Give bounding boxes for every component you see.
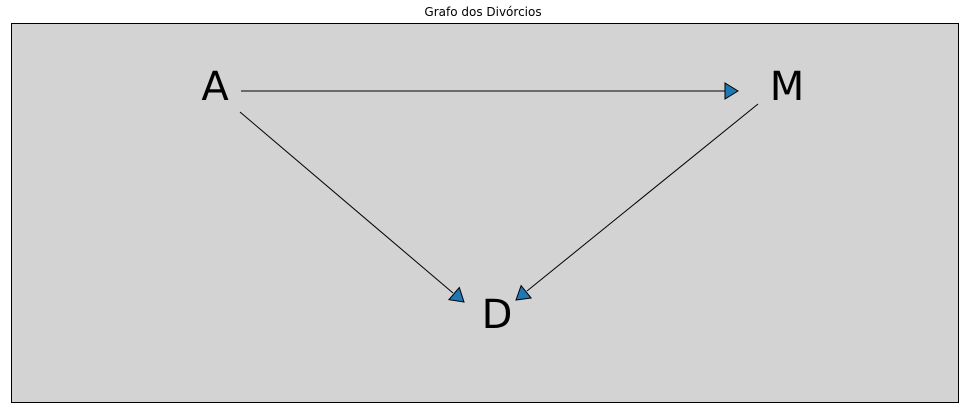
node-m: M xyxy=(770,64,805,110)
diagram-title: Grafo dos Divórcios xyxy=(424,5,542,19)
arrowhead-a-d xyxy=(447,286,465,303)
edges-layer xyxy=(239,82,759,303)
arrowhead-m-d xyxy=(515,284,533,301)
plot-area xyxy=(11,23,959,403)
node-a: A xyxy=(201,64,229,110)
arrowhead-a-m xyxy=(724,82,739,100)
nodes-layer: A M D xyxy=(201,64,804,338)
edge-a-d xyxy=(239,111,454,294)
edge-m-d xyxy=(526,103,759,292)
node-d: D xyxy=(482,292,513,338)
